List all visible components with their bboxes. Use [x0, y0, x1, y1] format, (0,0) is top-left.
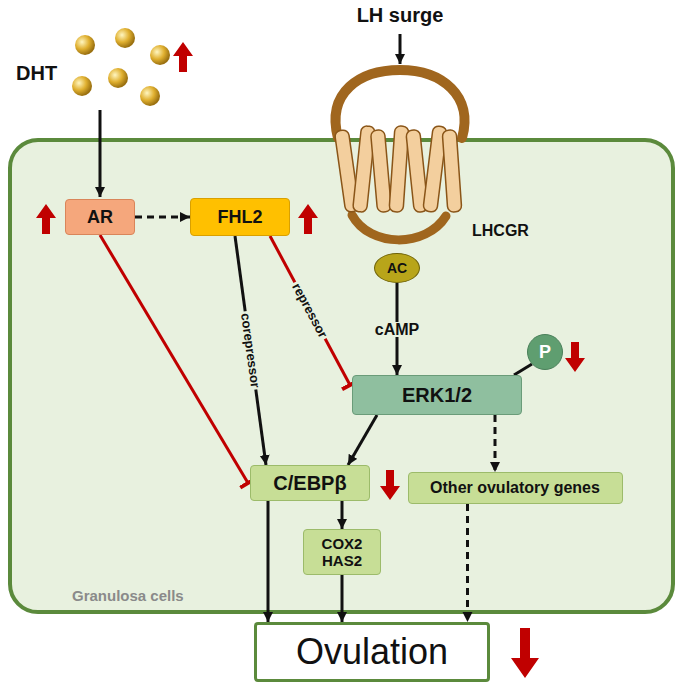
gene-box: COX2 HAS2	[303, 529, 381, 575]
activation-arrow	[348, 415, 377, 465]
lh-arrow	[399, 34, 402, 64]
edge-label: repressor	[288, 279, 331, 342]
node-text: COX2 HAS2	[317, 535, 367, 570]
inhibition-line	[270, 236, 350, 385]
ligand-label: DHT	[16, 62, 57, 85]
process-box: FHL2	[190, 198, 290, 236]
dht-molecules	[72, 28, 170, 106]
activation-arrow	[514, 364, 532, 375]
signal-label: LH surge	[357, 4, 444, 27]
node-text: ERK1/2	[402, 384, 472, 407]
factor-box: C/EBPβ	[250, 465, 370, 501]
edge-label: cAMP	[373, 322, 421, 337]
receptor-illustration	[334, 70, 464, 240]
change-arrows	[36, 42, 585, 678]
node-text: AC	[387, 260, 407, 276]
process-box: AR	[65, 199, 135, 235]
node-text: Ovulation	[296, 631, 448, 672]
cell-region: Granulosa cells AR FHL2AC ERK1/2 P C/EBPβCOX2…	[10, 140, 673, 612]
kinase-box: ERK1/2	[352, 375, 522, 415]
phospho-circle: P	[527, 334, 563, 370]
activation-arrow	[341, 501, 344, 529]
activation-arrow	[341, 575, 344, 622]
activation-arrow	[267, 501, 270, 622]
edge-label: corepressor	[238, 310, 263, 390]
activation-arrow	[494, 415, 497, 472]
receptor-label: LHCGR	[472, 222, 529, 240]
outcome-box: Ovulation	[254, 622, 490, 682]
dht-arrow	[99, 110, 102, 197]
activation-arrow	[466, 504, 469, 622]
activation-arrow	[235, 236, 266, 465]
node-text: C/EBPβ	[273, 472, 346, 495]
node-text: P	[539, 342, 551, 363]
node-text: Other ovulatory genes	[430, 479, 600, 497]
node-text: AR	[87, 207, 113, 228]
cell-outline	[10, 140, 673, 612]
node-text: Granulosa cells	[72, 587, 184, 604]
inhibition-line	[100, 235, 248, 483]
activation-arrow	[135, 216, 190, 219]
enzyme-oval: AC	[374, 253, 420, 283]
gene-box: Other ovulatory genes	[408, 472, 623, 504]
node-text: FHL2	[218, 207, 263, 228]
